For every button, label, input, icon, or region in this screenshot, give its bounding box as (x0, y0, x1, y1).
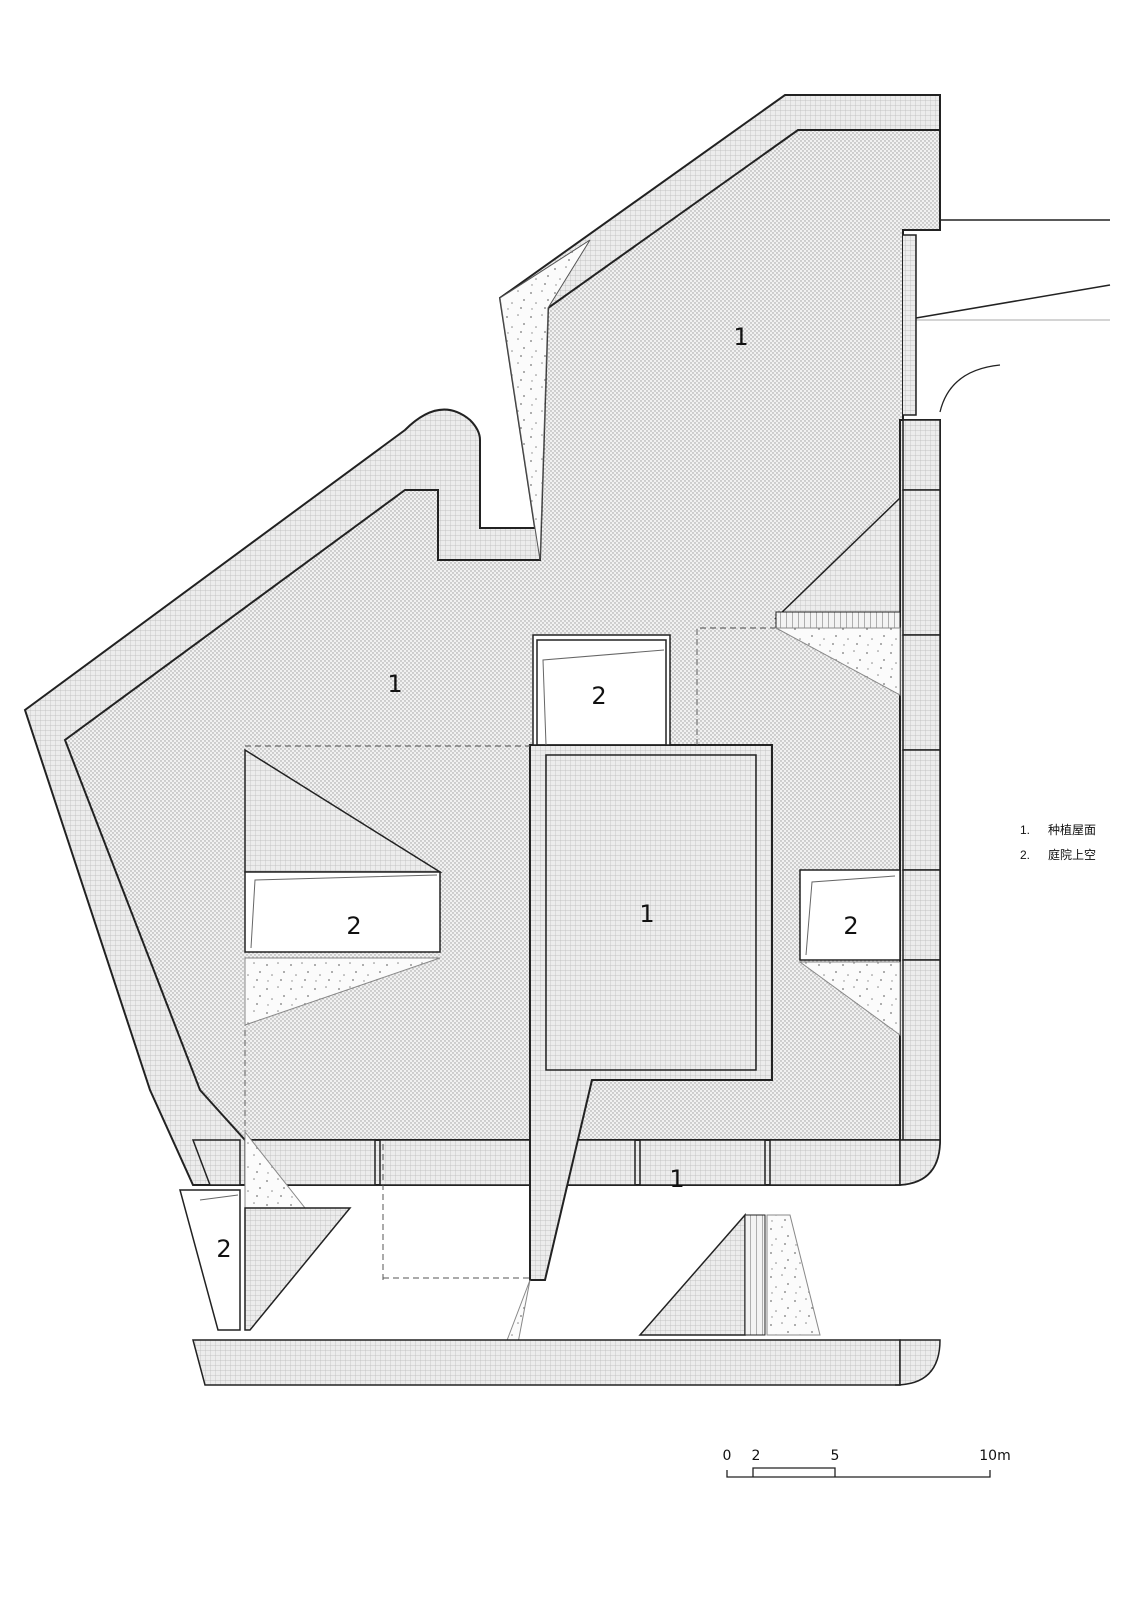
scale-bar: 0 2 5 10m (723, 1448, 1011, 1478)
zone-labels: 1 1 1 1 2 2 2 2 (216, 323, 858, 1263)
legend: 1. 种植屋面 2. 庭院上空 (1020, 818, 1096, 868)
zone-label-2: 2 (346, 912, 361, 940)
zone-label-1: 1 (733, 323, 748, 351)
central-raised-roof (529, 744, 773, 1281)
south-edge (192, 1339, 941, 1386)
scale-tick-2: 2 (752, 1448, 761, 1464)
zone-label-2: 2 (216, 1235, 231, 1263)
legend-item: 1. 种植屋面 (1020, 818, 1096, 843)
scale-tick-5: 5 (831, 1448, 840, 1464)
legend-text: 庭院上空 (1048, 848, 1097, 862)
east-bays (902, 419, 941, 1141)
scale-tick-0: 0 (723, 1448, 732, 1464)
zone-label-1: 1 (387, 670, 402, 698)
zone-label-2: 2 (843, 912, 858, 940)
zone-label-2: 2 (591, 682, 606, 710)
legend-item: 2. 庭院上空 (1020, 843, 1096, 868)
courtyard-voids (179, 496, 901, 1386)
scale-tick-10m: 10m (979, 1448, 1010, 1464)
legend-number: 1. (1020, 823, 1031, 837)
zone-label-1: 1 (669, 1165, 684, 1193)
ne-connector (903, 219, 1111, 416)
legend-text: 种植屋面 (1048, 823, 1097, 837)
zone-label-1: 1 (639, 900, 654, 928)
legend-number: 2. (1020, 848, 1031, 862)
